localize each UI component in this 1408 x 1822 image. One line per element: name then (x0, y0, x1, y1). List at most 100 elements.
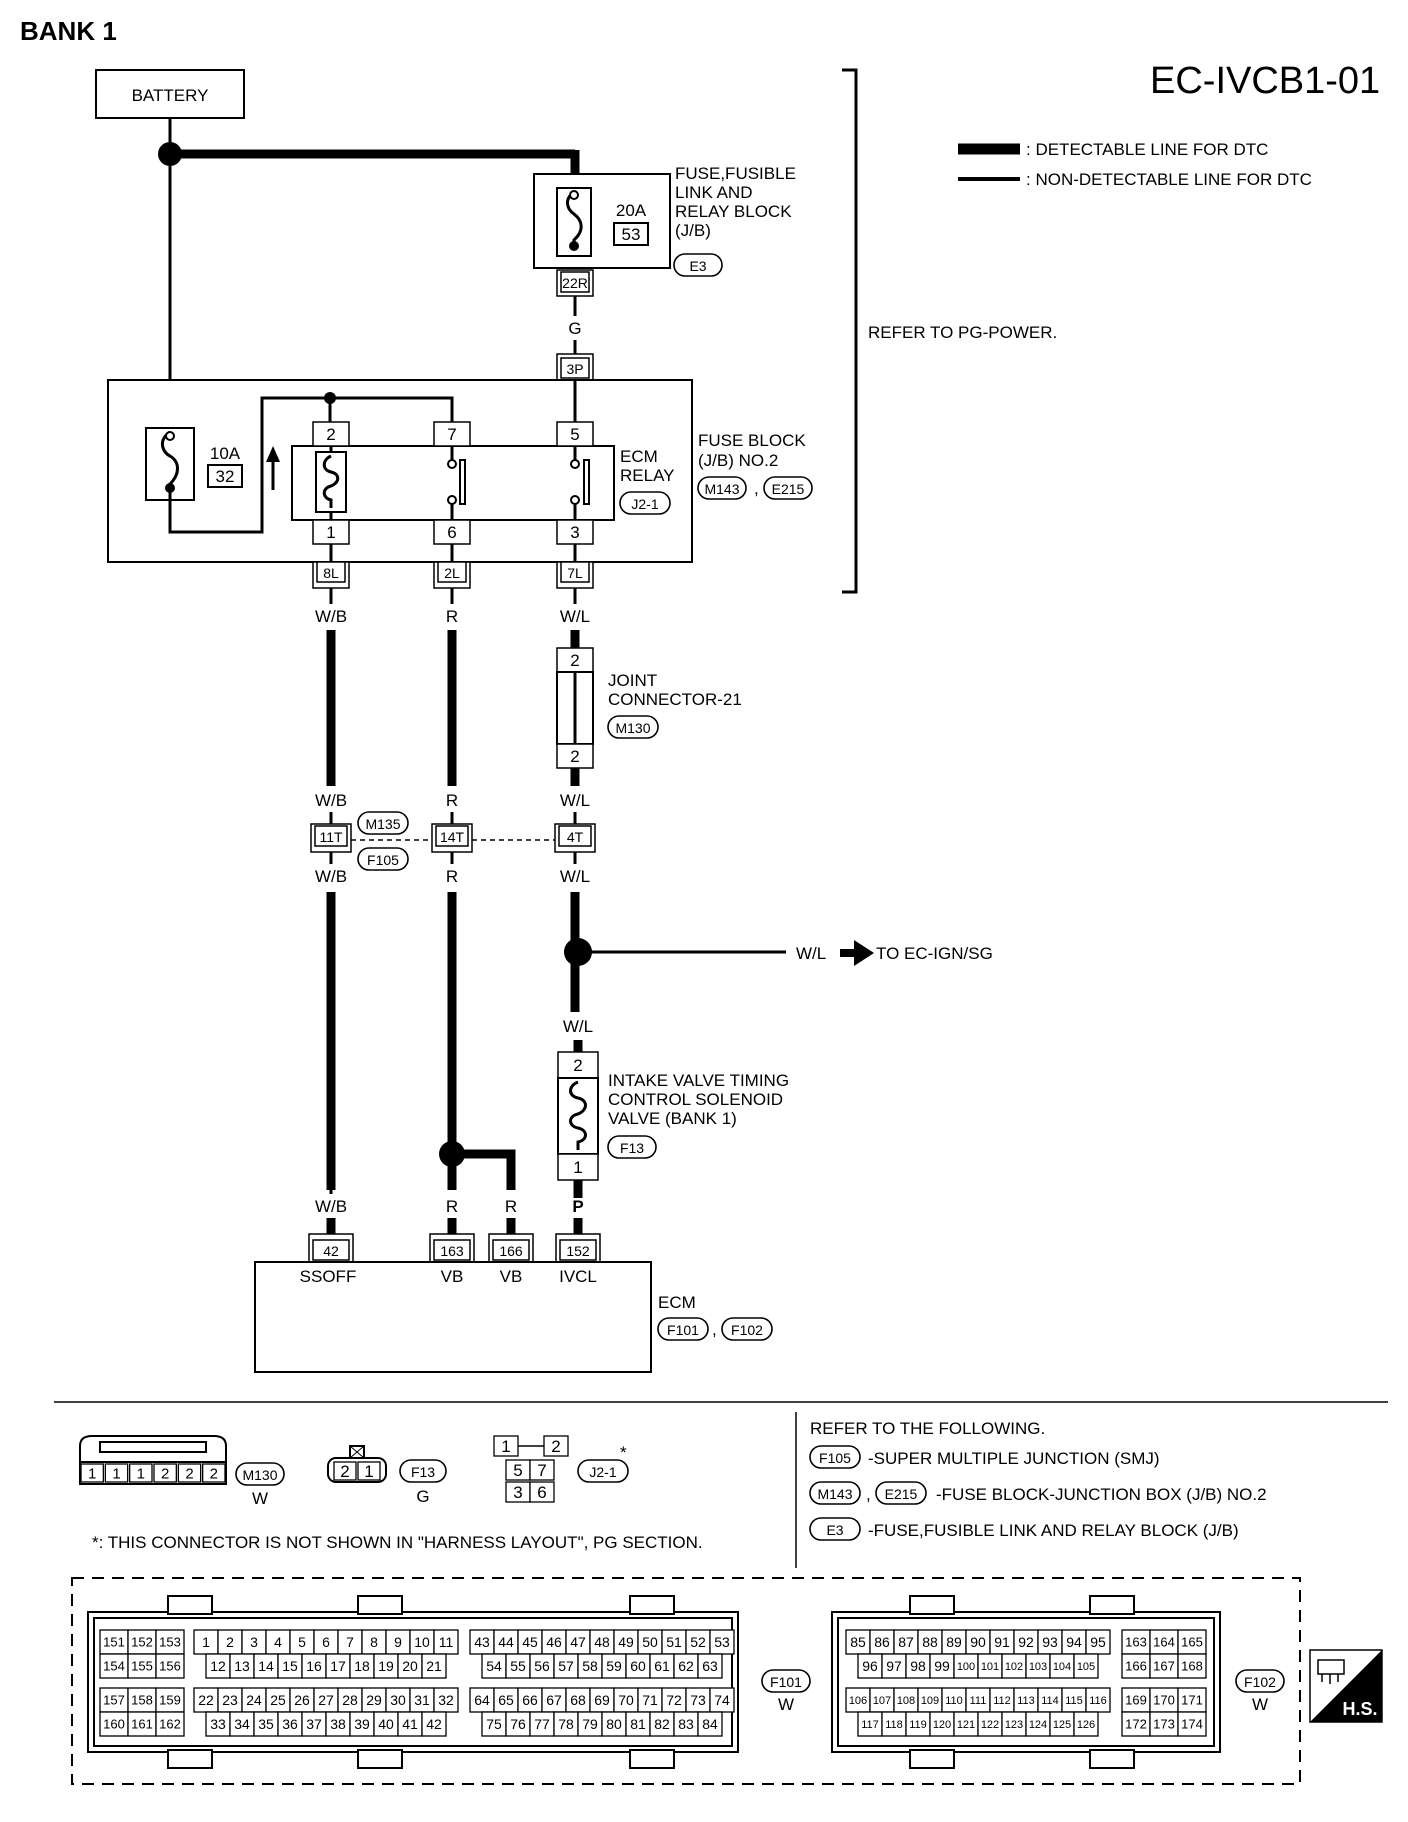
f101-pin: 17 (330, 1658, 346, 1674)
f102-pin: 94 (1066, 1634, 1082, 1650)
f102-pin: 109 (921, 1695, 939, 1707)
f101-pin: 56 (534, 1658, 550, 1674)
fuse-20a-no: 53 (622, 225, 641, 244)
j21-pin-3: 3 (513, 1483, 522, 1502)
f101-pin: 80 (606, 1716, 622, 1732)
f13-id: F13 (411, 1464, 435, 1480)
wire-wl-label-2: W/L (560, 791, 590, 810)
f102-pin-cell (1061, 1629, 1087, 1655)
hs-badge: H.S. (1309, 1649, 1383, 1723)
f101-pin: 59 (606, 1658, 622, 1674)
f102-pin-cell (1037, 1687, 1063, 1713)
fuse-10a-icon (145, 427, 195, 501)
f101-pin-cell (649, 1653, 675, 1679)
f101-pin: 48 (594, 1634, 610, 1650)
ecm-terminal-name-ivcl: IVCL (559, 1267, 597, 1286)
f101-pin: 51 (666, 1634, 682, 1650)
f101-pin-cell (685, 1687, 711, 1713)
m130-pin: 2 (210, 1465, 218, 1482)
f102-pin: 96 (862, 1658, 878, 1674)
arrow-right-icon (840, 940, 874, 966)
f101-pin-cell (127, 1653, 157, 1679)
f101-pin: 42 (426, 1716, 442, 1732)
f101-pin-cell (685, 1629, 711, 1655)
j21-pin-7: 7 (537, 1461, 546, 1480)
f13-connector-face (327, 1445, 387, 1483)
fuse-link-relay-block (533, 173, 671, 269)
f101-pin-cell (553, 1711, 579, 1737)
f101-pin: 20 (402, 1658, 418, 1674)
f101-pin: 158 (131, 1693, 153, 1708)
f102-pin-cell (1149, 1653, 1179, 1679)
f101-pin-cell (349, 1711, 375, 1737)
fuse-link-block-label-1: FUSE,FUSIBLE (675, 164, 796, 183)
f102-pin: 106 (849, 1695, 867, 1707)
f102-pin: 171 (1181, 1693, 1203, 1708)
f102-pin-cell (1177, 1653, 1207, 1679)
f102-pin-cell (869, 1687, 895, 1713)
f101-pin-cell (155, 1711, 185, 1737)
page-title: BANK 1 (20, 16, 117, 46)
m130-pin: 1 (88, 1465, 96, 1482)
f101-pin-cell (637, 1687, 663, 1713)
f101-pin: 5 (298, 1634, 306, 1650)
f101-pin: 49 (618, 1634, 634, 1650)
j21-star: * (620, 1443, 627, 1462)
f101-pin: 154 (103, 1659, 125, 1674)
solenoid-label-3: VALVE (BANK 1) (608, 1109, 737, 1128)
j21-pin-6: 6 (537, 1483, 546, 1502)
f102-pin: 97 (886, 1658, 902, 1674)
terminal-4t: 4T (567, 829, 584, 845)
wire-wb-label-2: W/B (315, 791, 347, 810)
f102-pin-cell (1177, 1687, 1207, 1713)
m130-pin: 1 (137, 1465, 145, 1482)
f101-pin: 35 (258, 1716, 274, 1732)
f102-pin: 113 (1017, 1695, 1035, 1707)
fuse-link-block-label-2: LINK AND (675, 183, 752, 202)
ecm-relay-label-1: ECM (620, 447, 658, 466)
f101-pin-cell (661, 1687, 687, 1713)
f101-pin: 83 (678, 1716, 694, 1732)
diagram-code: EC-IVCB1-01 (1150, 60, 1380, 102)
solenoid-box (557, 1077, 599, 1155)
f101-pin-cell (301, 1653, 327, 1679)
m130-id: M130 (242, 1467, 277, 1483)
f102-pin-cell (1121, 1629, 1151, 1655)
f101-pin: 55 (510, 1658, 526, 1674)
connector-m143: M143 (704, 481, 739, 497)
f102-pin: 90 (970, 1634, 986, 1650)
ecm-terminal-name-vb1: VB (441, 1267, 464, 1286)
wire-r-label-5: R (505, 1197, 517, 1216)
f101-pin: 39 (354, 1716, 370, 1732)
connector-m143-oval (697, 476, 747, 500)
f102-pin-cell (1049, 1711, 1075, 1737)
f101-pin-cell (529, 1653, 555, 1679)
f101-pin: 36 (282, 1716, 298, 1732)
footnote: *: THIS CONNECTOR IS NOT SHOWN IN "HARNE… (92, 1533, 703, 1552)
f101-pin: 152 (131, 1635, 153, 1650)
relay-pin-1: 1 (326, 523, 335, 542)
refer-f105-oval (809, 1445, 861, 1469)
connector-e3: E3 (689, 258, 706, 274)
f101-pin-cell (127, 1711, 157, 1737)
f102-pin: 107 (873, 1695, 891, 1707)
joint-pin-bottom: 2 (570, 747, 579, 766)
f102-pin-cell (857, 1653, 883, 1679)
f101-pin: 26 (294, 1692, 310, 1708)
f102-pin: 170 (1153, 1693, 1175, 1708)
f101-pin: 21 (426, 1658, 442, 1674)
f102-pin-cell (965, 1629, 991, 1655)
f101-pin: 7 (346, 1634, 354, 1650)
f101-pin: 65 (498, 1692, 514, 1708)
f101-pin: 68 (570, 1692, 586, 1708)
f101-pin: 46 (546, 1634, 562, 1650)
f101-pin: 57 (558, 1658, 574, 1674)
f101-pin: 22 (198, 1692, 214, 1708)
refer-smj-text: -SUPER MULTIPLE JUNCTION (SMJ) (868, 1449, 1160, 1468)
f102-pin-cell (953, 1711, 979, 1737)
f102-pin-cell (1073, 1711, 1099, 1737)
connector-e3-oval (673, 253, 723, 277)
f101-pin: 71 (642, 1692, 658, 1708)
